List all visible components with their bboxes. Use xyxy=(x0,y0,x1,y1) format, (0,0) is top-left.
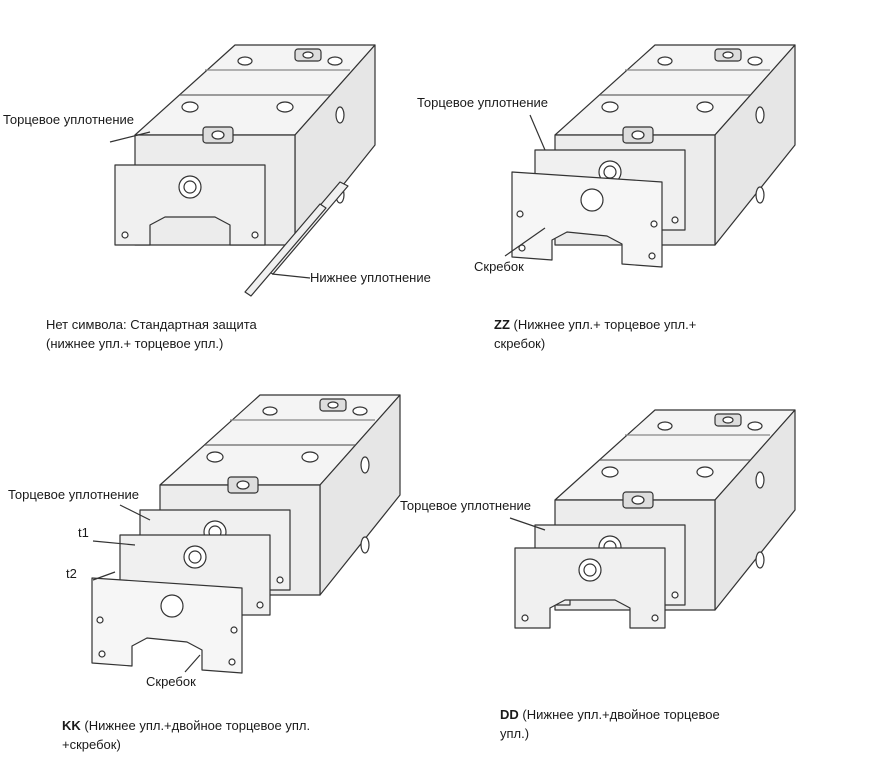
dd-end-seal-label: Торцевое уплотнение xyxy=(400,498,531,513)
standard-caption-line1: Нет символа: Стандартная защита xyxy=(46,317,257,332)
dd-caption-line2: упл.) xyxy=(500,726,530,741)
standard-block-drawing xyxy=(109,44,376,297)
kk-caption: KK (Нижнее упл.+двойное торцевое упл. +с… xyxy=(62,716,310,754)
standard-caption: Нет символа: Стандартная защита (нижнее … xyxy=(46,315,257,353)
zz-block-drawing xyxy=(504,44,796,268)
kk-caption-line1: (Нижнее упл.+двойное торцевое упл. xyxy=(80,718,311,733)
zz-caption: ZZ (Нижнее упл.+ торцевое упл.+ скребок) xyxy=(494,315,696,353)
zz-caption-line1: (Нижнее упл.+ торцевое упл.+ xyxy=(509,317,697,332)
kk-code: KK xyxy=(62,718,81,733)
zz-caption-line2: скребок) xyxy=(494,336,546,351)
kk-scraper-label: Скребок xyxy=(146,674,196,689)
zz-end-seal-label: Торцевое уплотнение xyxy=(417,95,548,110)
kk-caption-line2: +скребок) xyxy=(62,737,121,752)
standard-bottom-seal-label: Нижнее уплотнение xyxy=(310,270,431,285)
kk-block-drawing xyxy=(91,394,401,674)
dd-caption-line1: (Нижнее упл.+двойное торцевое xyxy=(518,707,720,722)
dd-code: DD xyxy=(500,707,519,722)
standard-end-seal-label: Торцевое уплотнение xyxy=(3,112,134,127)
standard-caption-line2: (нижнее упл.+ торцевое упл.) xyxy=(46,336,224,351)
kk-t2-label: t2 xyxy=(66,566,77,581)
zz-code: ZZ xyxy=(494,317,510,332)
kk-t1-label: t1 xyxy=(78,525,89,540)
dd-caption: DD (Нижнее упл.+двойное торцевое упл.) xyxy=(500,705,720,743)
zz-scraper-label: Скребок xyxy=(474,259,524,274)
kk-end-seal-label: Торцевое уплотнение xyxy=(8,487,139,502)
dd-block-drawing xyxy=(509,409,796,629)
